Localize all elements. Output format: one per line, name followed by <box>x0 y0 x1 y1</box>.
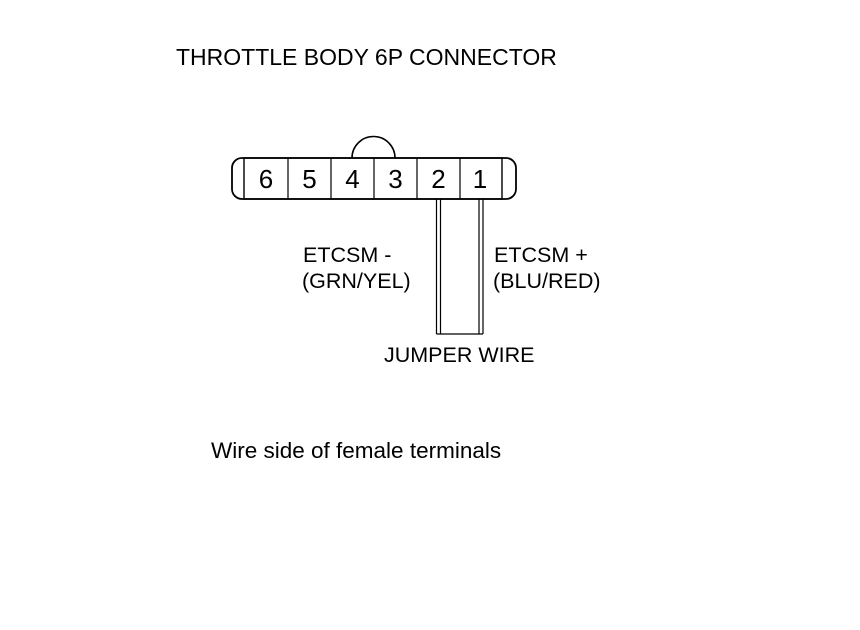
connector-lock-tab <box>351 135 396 159</box>
etcsm-plus-label: ETCSM + <box>494 243 588 267</box>
pin-5: 5 <box>302 164 316 194</box>
pin-4: 4 <box>345 164 359 194</box>
etcsm-minus-label: ETCSM - <box>303 243 391 267</box>
connector-6p: 6 5 4 3 2 1 <box>231 135 517 200</box>
pin-6: 6 <box>259 164 273 194</box>
wire-side-note: Wire side of female terminals <box>211 438 501 463</box>
connector-inner-frame <box>243 157 503 200</box>
pin-2: 2 <box>431 164 445 194</box>
etcsm-plus-color: (BLU/RED) <box>493 269 601 293</box>
etcsm-minus-color: (GRN/YEL) <box>302 269 411 293</box>
pin-3: 3 <box>388 164 402 194</box>
diagram-title: THROTTLE BODY 6P CONNECTOR <box>176 44 557 70</box>
jumper-wire-label: JUMPER WIRE <box>384 343 535 367</box>
jumper-wire <box>435 199 484 335</box>
pin-1: 1 <box>473 164 487 194</box>
